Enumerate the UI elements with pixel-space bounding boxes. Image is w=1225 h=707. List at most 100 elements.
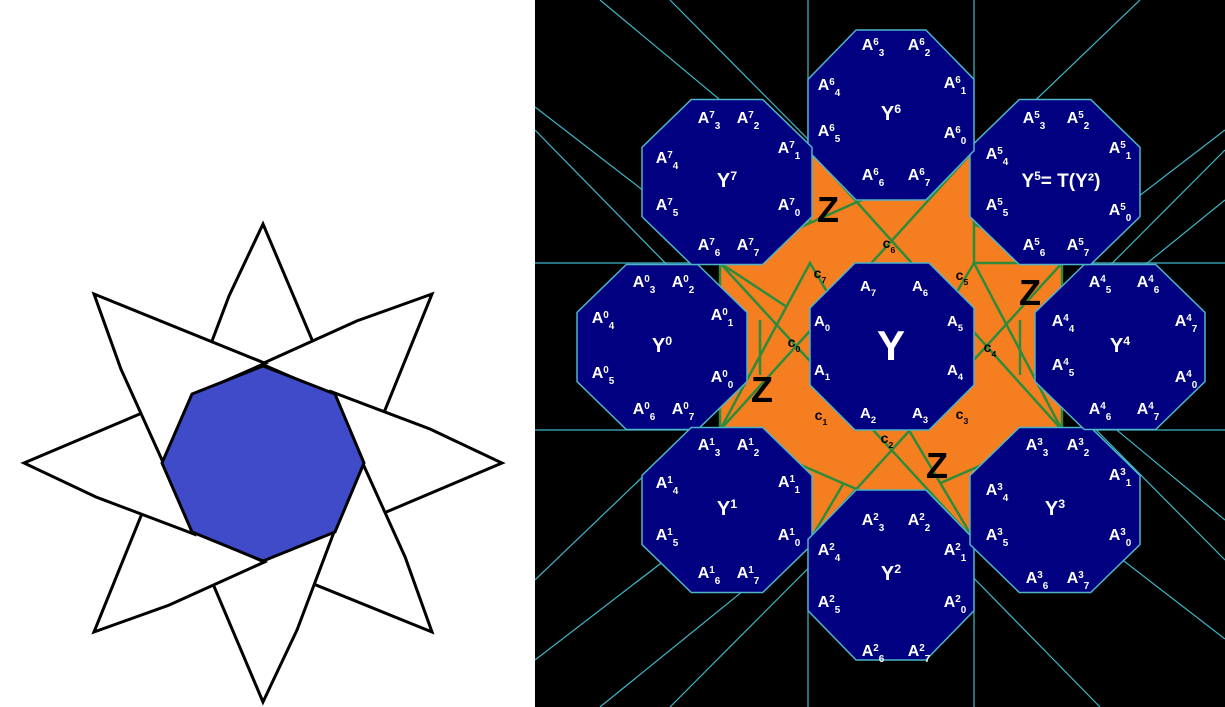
c-label: c7 xyxy=(814,265,827,285)
outer-vertex-label: A07 xyxy=(672,401,695,423)
outer-vertex-label: A67 xyxy=(908,167,931,189)
outer-vertex-label: A31 xyxy=(1109,467,1132,489)
outer-octagon-title: Y2 xyxy=(881,562,901,585)
outer-vertex-label: A56 xyxy=(1023,237,1046,259)
c-label: c2 xyxy=(881,430,894,450)
center-vertex-label: A4 xyxy=(947,362,964,382)
outer-vertex-label: A12 xyxy=(737,437,760,459)
outer-vertex-label: A77 xyxy=(737,237,760,259)
outer-vertex-label: A66 xyxy=(862,167,885,189)
center-vertex-label: A3 xyxy=(912,405,928,425)
z-label: Z xyxy=(817,189,839,230)
outer-vertex-label: A10 xyxy=(778,527,801,549)
c-label: c0 xyxy=(788,334,801,354)
outer-vertex-label: A47 xyxy=(1175,313,1198,335)
outer-vertex-label: A37 xyxy=(1067,570,1090,592)
outer-vertex-label: A40 xyxy=(1175,369,1198,391)
outer-vertex-label: A51 xyxy=(1109,140,1132,162)
outer-octagon-title: Y1 xyxy=(717,497,737,520)
outer-vertex-label: A03 xyxy=(633,274,656,296)
outer-vertex-label: A15 xyxy=(656,527,679,549)
outer-vertex-label: A25 xyxy=(818,594,841,616)
outer-vertex-label: A00 xyxy=(711,369,734,391)
outer-vertex-label: A74 xyxy=(656,150,679,172)
outer-vertex-label: A70 xyxy=(778,197,801,219)
outer-octagon-y2 xyxy=(807,489,975,661)
outer-vertex-label: A27 xyxy=(908,643,931,665)
pinwheel-kites xyxy=(20,220,506,706)
outer-vertex-label: A35 xyxy=(986,527,1009,549)
outer-octagon-y7 xyxy=(641,98,813,266)
outer-octagon-title: Y7 xyxy=(717,169,737,192)
outer-octagon-title: Y0 xyxy=(652,334,672,357)
outer-vertex-label: A50 xyxy=(1109,202,1132,224)
outer-octagons xyxy=(576,29,1206,661)
outer-vertex-label: A13 xyxy=(698,437,721,459)
outer-vertex-label: A76 xyxy=(698,237,721,259)
outer-vertex-label: A52 xyxy=(1067,110,1090,132)
outer-octagon-y6 xyxy=(807,29,975,201)
outer-vertex-label: A06 xyxy=(633,401,656,423)
outer-vertex-label: A11 xyxy=(778,474,801,496)
outer-vertex-label: A75 xyxy=(656,197,679,219)
outer-vertex-label: A33 xyxy=(1026,437,1049,459)
c-label: c3 xyxy=(956,406,969,426)
outer-octagon-title: Y4 xyxy=(1110,334,1130,357)
c-label: c5 xyxy=(956,267,969,287)
outer-octagon-title: Y3 xyxy=(1045,497,1065,520)
outer-vertex-label: A60 xyxy=(944,125,967,147)
c-label: c4 xyxy=(984,339,997,359)
z-label: Z xyxy=(1019,272,1041,313)
c-label: c1 xyxy=(815,407,828,427)
outer-octagon-y4 xyxy=(1034,263,1206,431)
center-octagon-y xyxy=(809,262,975,431)
outer-vertex-label: A46 xyxy=(1089,401,1112,423)
center-vertex-label: A2 xyxy=(860,405,876,425)
center-vertex-label: A7 xyxy=(860,278,876,298)
z-label: Z xyxy=(751,369,773,410)
outer-vertex-label: A57 xyxy=(1067,237,1090,259)
outer-octagon-title: Y6 xyxy=(881,102,901,125)
outer-vertex-label: A53 xyxy=(1023,110,1046,132)
outer-octagon-y1 xyxy=(641,426,813,594)
outer-vertex-label: A44 xyxy=(1052,313,1075,335)
outer-vertex-label: A45 xyxy=(1052,357,1075,379)
outer-vertex-label: A02 xyxy=(672,274,695,296)
outer-vertex-label: A34 xyxy=(986,482,1009,504)
center-vertex-label: A1 xyxy=(814,362,830,382)
outer-vertex-label: A32 xyxy=(1067,437,1090,459)
outer-vertex-label: A71 xyxy=(778,140,801,162)
center-y-label: Y xyxy=(877,322,905,369)
outer-vertex-label: A23 xyxy=(862,512,885,534)
outer-vertex-label: A65 xyxy=(818,123,841,145)
center-vertex-label: A6 xyxy=(912,278,928,298)
outer-vertex-label: A04 xyxy=(592,310,615,332)
outer-vertex-label: A64 xyxy=(818,77,841,99)
outer-vertex-label: A20 xyxy=(944,594,967,616)
center-octagon xyxy=(160,364,366,563)
outer-vertex-label: A63 xyxy=(862,37,885,59)
outer-vertex-label: A54 xyxy=(986,146,1009,168)
outer-vertex-label: A26 xyxy=(862,643,885,665)
outer-vertex-label: A62 xyxy=(908,37,931,59)
outer-vertex-label: A47 xyxy=(1137,401,1160,423)
outer-vertex-label: A45 xyxy=(1089,274,1112,296)
outer-vertex-label: A24 xyxy=(818,542,841,564)
outer-vertex-label: A72 xyxy=(737,110,760,132)
outer-vertex-label: A05 xyxy=(592,365,615,387)
c-label: c6 xyxy=(883,235,896,255)
outer-vertex-label: A17 xyxy=(737,565,760,587)
z-label: Z xyxy=(926,445,948,486)
center-vertex-label: A0 xyxy=(814,313,830,333)
outer-vertex-label: A30 xyxy=(1109,527,1132,549)
outer-octagon-y3 xyxy=(969,426,1141,594)
outer-vertex-label: A46 xyxy=(1137,274,1160,296)
outer-vertex-label: A14 xyxy=(656,475,679,497)
outer-vertex-label: A73 xyxy=(698,110,721,132)
pinwheel-figure xyxy=(0,0,535,707)
outer-vertex-label: A36 xyxy=(1026,570,1049,592)
outer-vertex-label: A22 xyxy=(908,512,931,534)
outer-vertex-label: A61 xyxy=(944,75,967,97)
